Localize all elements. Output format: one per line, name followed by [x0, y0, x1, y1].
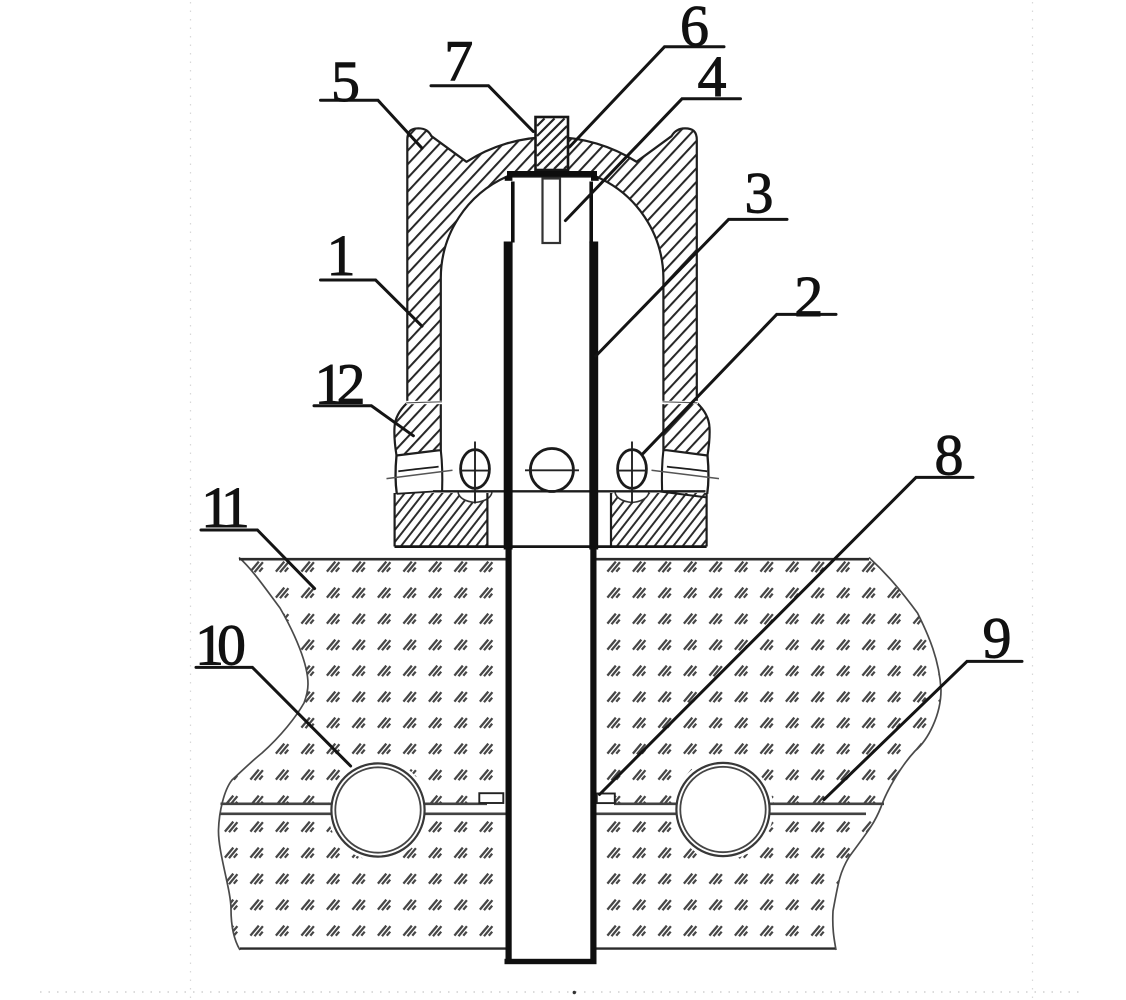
svg-text:6: 6 [680, 0, 709, 59]
svg-text:1: 1 [327, 223, 356, 288]
svg-text:12: 12 [315, 352, 363, 417]
svg-text:8: 8 [935, 423, 964, 488]
svg-text:10: 10 [195, 613, 244, 678]
svg-text:2: 2 [794, 264, 823, 329]
svg-text:9: 9 [983, 606, 1012, 671]
svg-text:11: 11 [201, 475, 247, 540]
svg-text:3: 3 [745, 161, 774, 226]
svg-text:5: 5 [331, 49, 360, 114]
svg-text:7: 7 [444, 29, 473, 94]
svg-text:4: 4 [698, 44, 727, 109]
